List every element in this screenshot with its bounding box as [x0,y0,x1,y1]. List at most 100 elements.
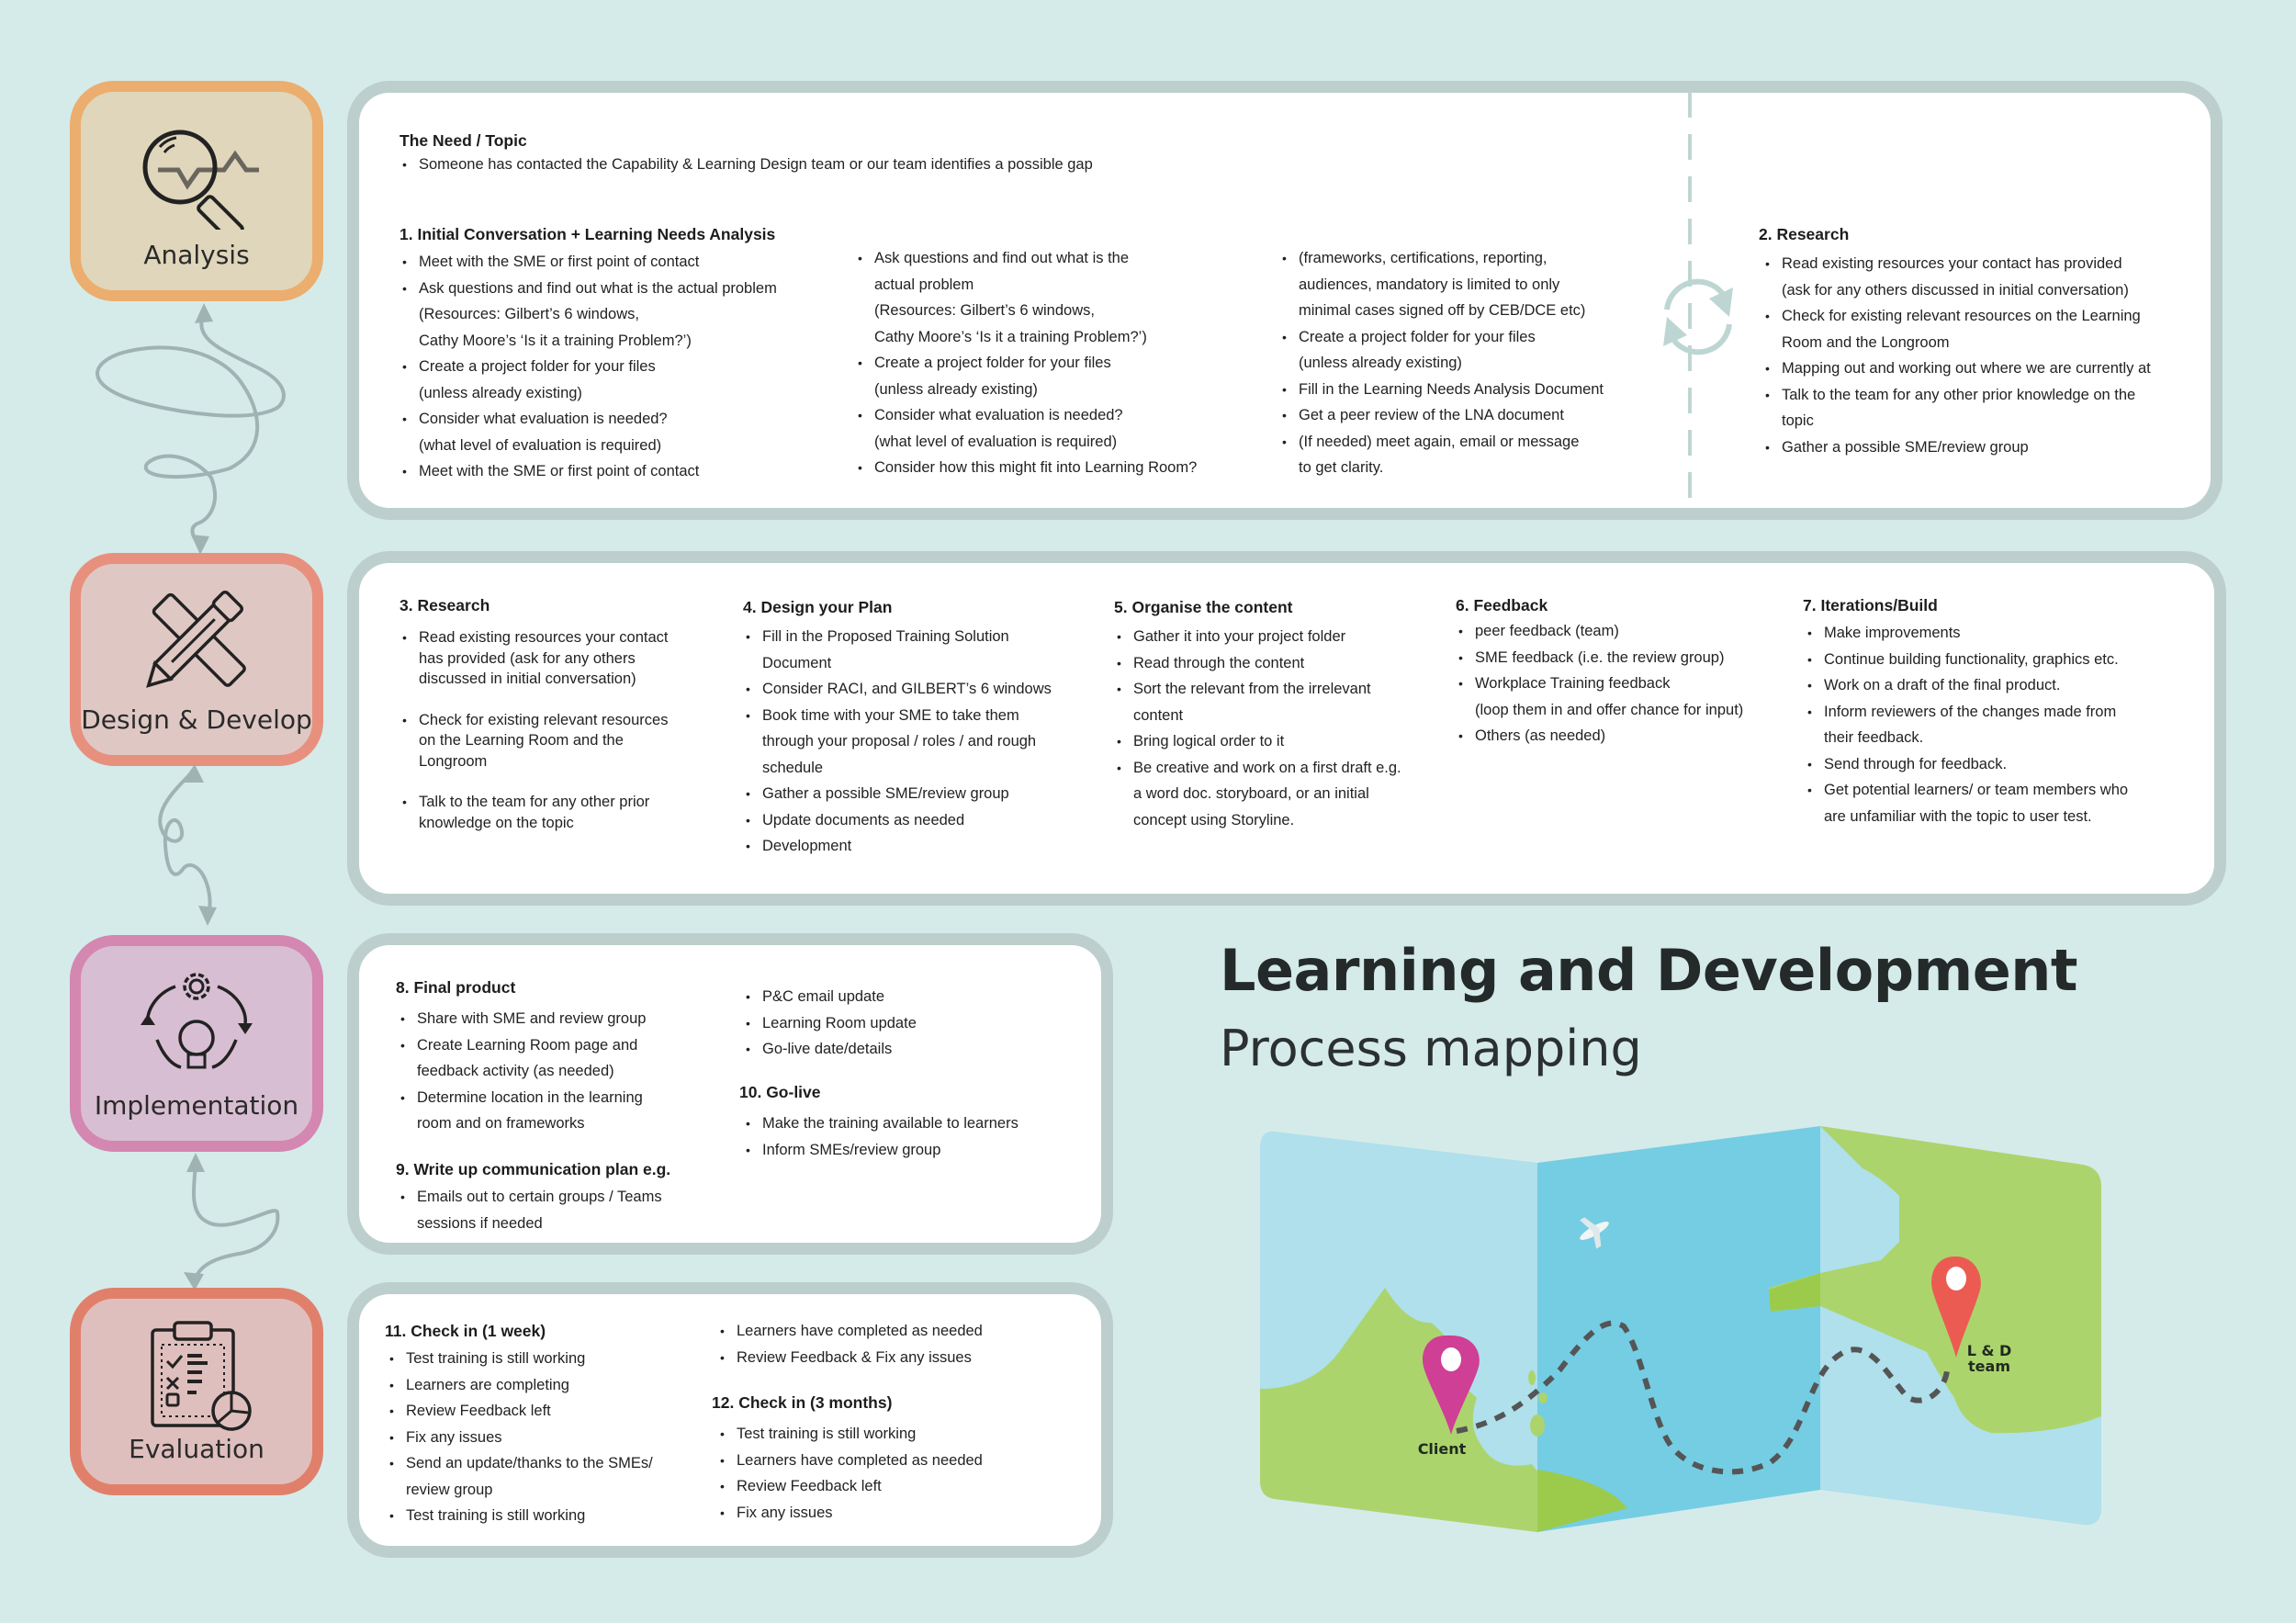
step10-heading: 10. Go-live [739,1083,821,1101]
list-item: Read existing resources your contact has… [1762,251,2203,303]
step1-col1: Meet with the SME or first point of cont… [400,249,831,485]
list-item: Create a project folder for your files (… [1279,324,1665,377]
list-item: Gather a possible SME/review group [743,781,1092,807]
need-list: Someone has contacted the Capability & L… [400,152,1093,178]
step5-heading: 5. Organise the content [1114,598,1293,616]
stage-evaluation[interactable]: Evaluation [70,1288,323,1495]
stage-label: Analysis [143,240,250,270]
cycle-arrows-icon [1663,278,1733,355]
step12-heading: 12. Check in (3 months) [712,1393,893,1412]
step10-list: Make the training available to learners … [743,1110,1092,1163]
design-develop-panel: 3. Research Read existing resources your… [347,551,2226,906]
step11-list-cont: Learners have completed as needed Review… [717,1318,1066,1370]
page-subtitle: Process mapping [1220,1020,1642,1077]
list-item: (frameworks, certifications, reporting, … [1279,245,1665,324]
list-item: Continue building functionality, graphic… [1805,647,2190,673]
page-title: Learning and Development [1220,937,2078,1004]
stage-label: Design & Develop [81,704,312,735]
step6-heading: 6. Feedback [1456,596,1548,614]
list-item: Consider what evaluation is needed? (wha… [400,406,831,458]
list-item: Meet with the SME or first point of cont… [400,458,831,485]
list-item: Learners have completed as needed [717,1448,1066,1474]
list-item: Someone has contacted the Capability & L… [400,152,1093,178]
list-item: Create Learning Room page and feedback a… [398,1032,710,1085]
step8-list: Share with SME and review group Create L… [398,1006,710,1137]
list-item: Sort the relevant from the irrelevant co… [1114,676,1445,728]
list-item: Create a project folder for your files (… [855,350,1259,402]
step9-list: Emails out to certain groups / Teams ses… [398,1184,710,1236]
stage-connectors [96,303,286,1291]
list-item: Check for existing relevant resources on… [1762,303,2203,355]
list-item: Emails out to certain groups / Teams ses… [398,1184,710,1236]
step11-heading: 11. Check in (1 week) [385,1322,546,1340]
step2-heading: 2. Research [1759,225,1850,243]
list-item: P&C email update [743,984,1055,1010]
stage-label: Evaluation [129,1434,264,1464]
stage-design-develop[interactable]: Design & Develop [70,553,323,766]
list-item: Fill in the Learning Needs Analysis Docu… [1279,377,1665,403]
stage-label: Implementation [94,1090,299,1121]
step2-list: Read existing resources your contact has… [1762,251,2203,460]
step7-list: Make improvements Continue building func… [1805,620,2190,829]
list-item: Go-live date/details [743,1036,1055,1063]
list-item: Get potential learners/ or team members … [1805,777,2190,829]
list-item: Bring logical order to it [1114,728,1445,755]
step1-heading: 1. Initial Conversation + Learning Needs… [400,225,776,243]
list-item: Consider what evaluation is needed? (wha… [855,402,1259,455]
stage-implementation[interactable]: Implementation [70,935,323,1152]
list-item: Ask questions and find out what is the a… [855,245,1259,350]
list-item: (If needed) meet again, email or message… [1279,429,1665,481]
list-item: Learners are completing [387,1372,699,1399]
step9-list-cont: P&C email update Learning Room update Go… [743,984,1055,1063]
list-item: Check for existing relevant resources on… [400,710,703,772]
step3-heading: 3. Research [400,596,490,614]
step9-heading: 9. Write up communication plan e.g. [396,1160,671,1178]
team-pin-icon [1931,1257,1981,1358]
list-item: Work on a draft of the final product. [1805,672,2190,699]
list-item: Test training is still working [387,1346,699,1372]
folded-map-illustration [1260,1126,2101,1532]
stage-analysis[interactable]: Analysis [70,81,323,301]
list-item: Book time with your SME to take them thr… [743,703,1092,782]
step8-heading: 8. Final product [396,978,516,997]
list-item: Determine location in the learning room … [398,1085,710,1137]
list-item: Test training is still working [717,1421,1066,1448]
list-item: Send an update/thanks to the SMEs/ revie… [387,1450,699,1503]
list-item: Get a peer review of the LNA document [1279,402,1665,429]
list-item: Make improvements [1805,620,2190,647]
list-item: Consider RACI, and GILBERT’s 6 windows [743,676,1092,703]
step6-list: peer feedback (team) SME feedback (i.e. … [1456,618,1805,750]
list-item: Others (as needed) [1456,723,1805,750]
client-pin-icon [1423,1336,1480,1435]
team-label: L & D team [1966,1342,2012,1375]
list-item: SME feedback (i.e. the review group) [1456,645,1805,671]
gear-bulb-cycle-icon [141,973,253,1069]
list-item: Read existing resources your contact has… [400,627,703,690]
list-item: Gather it into your project folder [1114,624,1445,650]
evaluation-panel: 11. Check in (1 week) Test training is s… [347,1282,1113,1558]
step12-list: Test training is still working Learners … [717,1421,1066,1526]
list-item: Review Feedback left [717,1473,1066,1500]
list-item: Ask questions and find out what is the a… [400,276,831,355]
list-item: peer feedback (team) [1456,618,1805,645]
list-item: Make the training available to learners [743,1110,1092,1137]
list-item: Test training is still working [387,1503,699,1529]
clipboard-chart-icon [151,1321,252,1431]
step1-col3: (frameworks, certifications, reporting, … [1279,245,1665,481]
list-item: Read through the content [1114,650,1445,677]
step11-list: Test training is still working Learners … [387,1346,699,1529]
list-item: Meet with the SME or first point of cont… [400,249,831,276]
list-item: Learning Room update [743,1010,1055,1037]
step3-list: Read existing resources your contact has… [400,627,703,853]
step4-heading: 4. Design your Plan [743,598,893,616]
list-item: Send through for feedback. [1805,751,2190,778]
step4-list: Fill in the Proposed Training Solution D… [743,624,1092,860]
list-item: Inform reviewers of the changes made fro… [1805,699,2190,751]
list-item: Inform SMEs/review group [743,1137,1092,1164]
step7-heading: 7. Iterations/Build [1803,596,1938,614]
list-item: Talk to the team for any other prior kno… [1762,382,2203,434]
list-item: Consider how this might fit into Learnin… [855,455,1259,481]
dashed-divider [1688,92,1692,514]
list-item: Gather a possible SME/review group [1762,434,2203,461]
list-item: Create a project folder for your files (… [400,354,831,406]
